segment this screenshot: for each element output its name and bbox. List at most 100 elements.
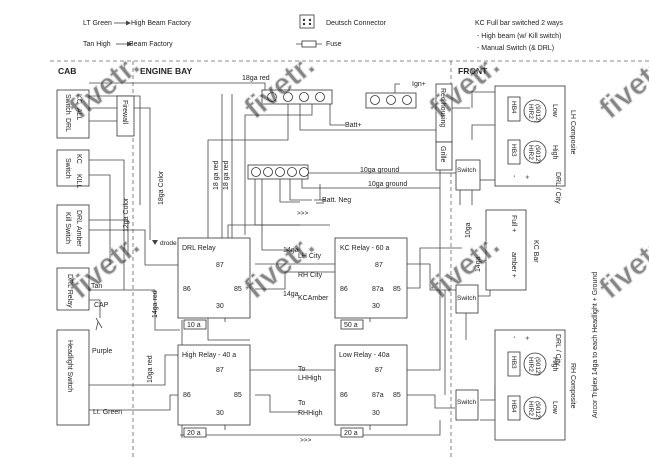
svg-text:30: 30	[216, 410, 224, 417]
to-lh-high-a: To	[298, 366, 306, 373]
svg-text:HB4: HB4	[510, 400, 517, 413]
legend-fuse: Fuse	[326, 41, 342, 48]
svg-text:HIR2: HIR2	[527, 145, 534, 160]
diode-icon	[152, 240, 158, 245]
svg-text:86: 86	[340, 286, 348, 293]
svg-text:HB4: HB4	[510, 101, 517, 114]
svg-text:KC: KC	[75, 154, 82, 164]
to-rh-high-b: RHHigh	[298, 410, 323, 417]
svg-text:Switch: Switch	[457, 167, 477, 174]
high-relay: High Relay - 40 a 87 86 85 30 20 a	[177, 344, 251, 438]
svg-text:87a: 87a	[372, 392, 384, 399]
svg-text:(9012): (9012)	[534, 401, 541, 420]
svg-text:Amber: Amber	[75, 226, 82, 247]
cab-components: Switch KC ALL DRL KC Switch KILL DRL Kil…	[56, 89, 122, 426]
rh-composite	[494, 329, 566, 441]
cap-label: CAP	[94, 302, 109, 309]
svg-text:Switch: Switch	[457, 399, 477, 406]
kc-amber-label: KCAmber	[298, 295, 329, 302]
kc-switch[interactable]	[455, 284, 479, 314]
svg-text:Low Relay - 40a: Low Relay - 40a	[339, 352, 390, 359]
legend-tan-high: Tan High	[83, 41, 111, 48]
chevrons-b: >>>	[300, 437, 312, 444]
svg-text:HIR2: HIR2	[527, 104, 534, 119]
svg-text:DRL / City: DRL / City	[554, 172, 561, 204]
ground10-label-b: 10ga ground	[368, 181, 407, 188]
headlight-switch[interactable]	[56, 329, 90, 426]
svg-text:Kill Switch: Kill Switch	[64, 212, 71, 244]
kc-all-drl-switch[interactable]	[56, 89, 90, 139]
lh-switch[interactable]	[455, 159, 481, 191]
svg-text:KC Relay - 60 a: KC Relay - 60 a	[340, 245, 390, 252]
svg-text:87: 87	[375, 367, 383, 374]
to-lh-high-b: LHHigh	[298, 375, 321, 382]
engine-components: Firewall 18ga red Ign+ Batt+ 10ga ground…	[116, 75, 426, 444]
deutsch-connector-icon	[299, 14, 315, 29]
kc-bar	[485, 209, 527, 291]
svg-text:Switch: Switch	[457, 295, 477, 302]
svg-text:86: 86	[183, 286, 191, 293]
svg-text:KC: KC	[75, 94, 82, 104]
red18-label: 18ga red	[242, 75, 270, 82]
drl-kill-switch[interactable]	[56, 204, 90, 254]
svg-text:Red housing: Red housing	[439, 88, 446, 127]
chevrons-a: >>>	[297, 210, 309, 217]
section-front: FRONT	[458, 66, 488, 76]
svg-text:87: 87	[375, 262, 383, 269]
svg-text:DRL: DRL	[64, 118, 71, 132]
tan-label: Tan	[91, 283, 102, 290]
red18a-label: 18 ga red	[213, 160, 220, 190]
cab-drl-relay	[56, 267, 90, 311]
svg-text:(9012): (9012)	[534, 104, 541, 123]
legend-kc-title: KC Full bar switched 2 ways	[475, 20, 563, 27]
legend-high-beam-factory: High Beam Factory	[131, 20, 191, 27]
svg-text:High Relay - 40 a: High Relay - 40 a	[182, 352, 236, 359]
svg-text:+: +	[523, 336, 530, 340]
svg-text:87: 87	[216, 367, 224, 374]
svg-text:ALL: ALL	[75, 108, 82, 121]
svg-text:Low: Low	[551, 104, 558, 118]
svg-text:RH Composite: RH Composite	[569, 363, 576, 409]
watermark: fivetr.	[238, 229, 321, 306]
watermark: fivetr.	[238, 49, 321, 126]
legend-lt-green: LT Green	[83, 20, 112, 27]
svg-text:-: -	[510, 336, 517, 339]
kc-kill-switch[interactable]	[56, 149, 90, 187]
svg-text:85: 85	[393, 286, 401, 293]
svg-text:Switch: Switch	[64, 94, 71, 115]
svg-text:20 a: 20 a	[344, 430, 358, 437]
color18-label: 18ga Color	[158, 170, 165, 205]
svg-text:(9012): (9012)	[534, 145, 541, 164]
batt-plus-label: Batt+	[345, 122, 362, 129]
legend-kc-mode1: - High beam (w/ Kill switch)	[477, 33, 561, 40]
svg-text:30: 30	[372, 303, 380, 310]
legend: LT Green High Beam Factory Tan High Beam…	[83, 14, 563, 52]
svg-text:HB3: HB3	[510, 144, 517, 157]
watermark: fivetr.	[593, 49, 649, 126]
svg-text:Full +: Full +	[510, 215, 517, 232]
rh-switch[interactable]	[455, 389, 479, 421]
svg-text:85: 85	[393, 392, 401, 399]
legend-kc-mode2: - Manual Switch (& DRL)	[477, 45, 554, 52]
deutsch-connector-4pin	[261, 89, 333, 105]
red10-label: 10ga red	[147, 355, 154, 383]
svg-text:87: 87	[216, 262, 224, 269]
svg-text:HIR2: HIR2	[527, 357, 534, 372]
side-note: Ancor Triplex 14ga to each Headlight + G…	[592, 272, 599, 418]
to-rh-high-a: To	[298, 400, 306, 407]
purple-label: Purple	[92, 348, 112, 355]
svg-text:HB3: HB3	[510, 356, 517, 369]
svg-text:20 a: 20 a	[187, 430, 201, 437]
svg-text:+: +	[523, 175, 530, 179]
svg-text:DRL / City: DRL / City	[554, 334, 561, 366]
svg-text:86: 86	[183, 392, 191, 399]
svg-text:DRL Relay: DRL Relay	[182, 245, 216, 252]
svg-text:30: 30	[372, 410, 380, 417]
svg-text:Headlight Switch: Headlight Switch	[66, 340, 73, 392]
drl-relay: DRL Relay 87 86 85 30 10 a	[177, 237, 251, 330]
section-engine-bay: ENGINE BAY	[140, 66, 192, 76]
front-components: Red housing Grille LH Composite HB4 HIR2…	[435, 83, 599, 441]
firewall-block	[116, 95, 135, 137]
firewall-label: Firewall	[121, 100, 128, 125]
legend-beam-factory: Beam Factory	[129, 41, 173, 48]
